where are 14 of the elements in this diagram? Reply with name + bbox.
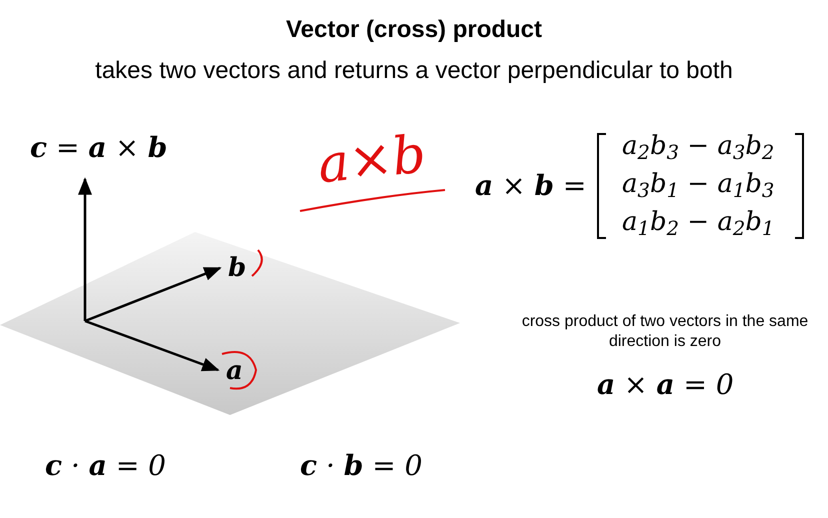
title: Vector (cross) product — [284, 18, 544, 42]
note: cross product of two vectors in the same direction is zero — [520, 312, 810, 352]
handwritten-note: a×b — [314, 124, 429, 198]
subtitle: takes two vectors and returns a vector perpendicular to both — [94, 56, 734, 86]
vector-label: b — [228, 252, 246, 284]
formula: a × a = 0 — [597, 367, 734, 402]
formula: c · a = 0 — [45, 448, 166, 483]
formula: c = a × b — [30, 130, 168, 165]
matrix-entry: a$_{2}$b$_{3}$ − a$_{3}$b$_{2}$ — [622, 130, 774, 162]
matrix-entry: a$_{3}$b$_{1}$ − a$_{1}$b$_{3}$ — [622, 168, 774, 200]
formula: c · b = 0 — [300, 448, 422, 483]
formula: a × b = — [475, 168, 586, 203]
matrix-entry: a$_{1}$b$_{2}$ − a$_{2}$b$_{1}$ — [622, 206, 774, 238]
vector-label: a — [226, 355, 243, 388]
